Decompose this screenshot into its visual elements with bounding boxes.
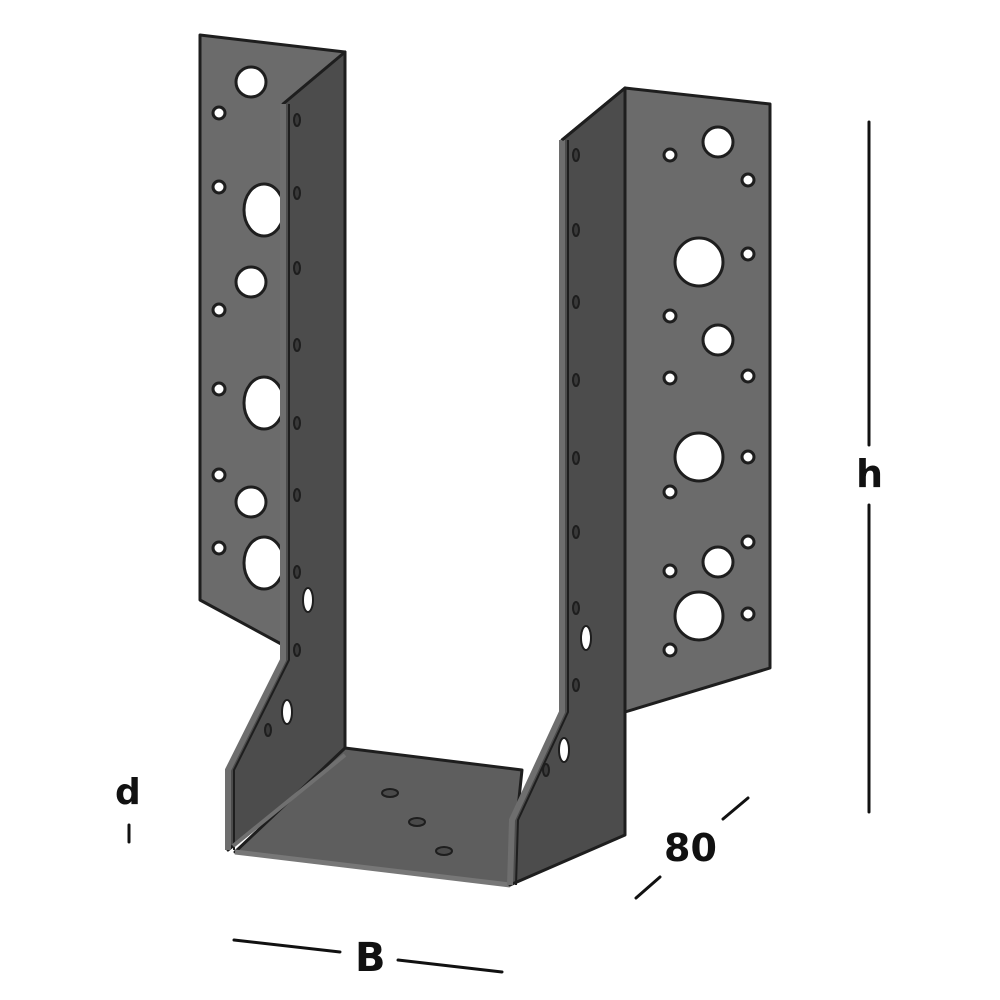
- base-plate: [231, 746, 524, 888]
- width-dimension-line-left: [232, 938, 342, 954]
- side-depth-dimension-label: 80: [664, 826, 717, 870]
- width-dimension-label: B: [355, 935, 386, 981]
- height-dimension-label: h: [856, 452, 884, 496]
- side-depth-dimension-line-upper: [721, 796, 750, 821]
- side-depth-dimension-line-lower: [634, 875, 662, 900]
- depth-dimension-label: d: [115, 772, 141, 813]
- left-side-wall: [225, 50, 347, 852]
- right-side-wall: [507, 86, 627, 887]
- dimension-lines: [127, 120, 871, 974]
- width-dimension-line-right: [396, 958, 504, 974]
- right-flange: [561, 86, 772, 714]
